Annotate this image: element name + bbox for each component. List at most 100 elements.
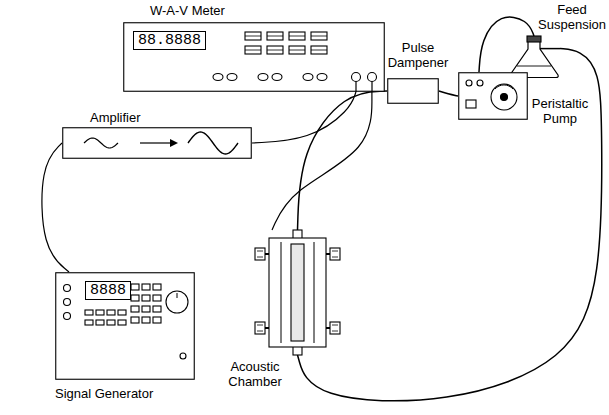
meter-jack (258, 74, 268, 81)
panel-part (255, 248, 265, 260)
signal-wire (42, 143, 69, 272)
panel-part (131, 284, 139, 290)
drawn-stroke (84, 138, 118, 148)
panel-part (311, 32, 327, 40)
amp-drawing (62, 127, 252, 159)
drawn-stroke (245, 36, 261, 37)
drawn-stroke (267, 50, 283, 51)
panel-part (269, 238, 326, 347)
panel-part (289, 46, 305, 54)
panel-part (255, 322, 265, 334)
panel-part (267, 46, 283, 54)
drawn-stroke (267, 36, 283, 37)
panel-part (153, 306, 161, 312)
display-readout: 8888 (85, 281, 131, 300)
drawn-stroke (177, 293, 178, 298)
drawn-stroke (140, 142, 170, 143)
panel-part (56, 273, 195, 380)
fluid-tube (439, 91, 458, 96)
panel-part (85, 310, 93, 315)
panel-part (142, 317, 150, 323)
display-readout: 88.8888 (133, 31, 206, 50)
acoustic-chamber: Acoustic Chamber (255, 230, 340, 355)
panel-part (118, 320, 126, 325)
panel-part (153, 317, 161, 323)
panel-part (153, 284, 161, 290)
meter-box: W-A-V Meter88.8888 (123, 22, 385, 92)
panel-part (388, 79, 439, 104)
component-label: Pulse Dampener (388, 40, 449, 70)
drawn-stroke (355, 82, 356, 93)
panel-part (124, 23, 385, 92)
erlenmeyer-flask (510, 41, 559, 78)
panel-part (118, 310, 126, 315)
dampener-box: Pulse Dampener (387, 78, 439, 104)
panel-part (291, 244, 304, 341)
panel-knob (368, 73, 377, 82)
drawn-stroke (265, 253, 269, 255)
panel-part (527, 36, 541, 42)
panel-knob (466, 80, 472, 86)
panel-part (311, 46, 327, 54)
drawn-stroke (326, 327, 330, 329)
panel-knob (501, 94, 508, 101)
meter-jack (213, 74, 223, 81)
panel-part (142, 306, 150, 312)
drawn-stroke (371, 82, 372, 93)
panel-part (330, 322, 340, 334)
drawn-stroke (245, 50, 261, 51)
pump-drawing (458, 72, 528, 120)
drawn-stroke (495, 85, 513, 89)
panel-part (267, 32, 283, 40)
component-label: Feed Suspension (538, 2, 606, 32)
panel-part (153, 295, 161, 301)
panel-knob (64, 299, 71, 306)
drawn-stroke (332, 251, 338, 257)
drawn-stroke (314, 242, 315, 343)
amplifier-box: Amplifier (62, 127, 252, 159)
drawn-stroke (311, 50, 327, 51)
drawn-stroke (257, 251, 263, 257)
meter-jack (317, 74, 327, 81)
panel-part (245, 32, 261, 40)
panel-knob (64, 285, 71, 292)
drawn-stroke (540, 48, 560, 50)
fluid-tube (298, 91, 388, 230)
component-label: Acoustic Chamber (228, 359, 281, 389)
panel-part (289, 32, 305, 40)
component-label: Signal Generator (55, 386, 153, 401)
drawn-stroke (188, 132, 238, 154)
panel-part (96, 310, 104, 315)
drawn-stroke (265, 327, 269, 329)
drawn-stroke (517, 66, 551, 67)
panel-part (131, 317, 139, 323)
panel-part (330, 248, 340, 260)
fluid-tube (298, 49, 602, 401)
meter-jack (272, 74, 282, 81)
panel-part (107, 320, 115, 325)
flask-drawing (508, 36, 560, 78)
component-label: Peristaltic Pump (532, 96, 588, 126)
drawn-stroke (332, 325, 338, 331)
signal-wire (252, 92, 356, 143)
drawn-stroke (326, 253, 330, 255)
panel-part (96, 320, 104, 325)
panel-part (466, 100, 476, 108)
panel-knob (352, 73, 361, 82)
feed-flask: Feed Suspension (508, 36, 560, 78)
panel-part (459, 73, 528, 120)
panel-part (131, 295, 139, 301)
signal-generator-box: Signal Generator8888 (55, 272, 195, 380)
panel-knob (166, 291, 188, 313)
drawn-stroke (311, 36, 327, 37)
panel-part (63, 128, 252, 159)
meter-jack (227, 74, 237, 81)
drawn-stroke (257, 325, 263, 331)
drawn-stroke (289, 50, 305, 51)
component-label: Amplifier (90, 110, 141, 125)
panel-part (142, 284, 150, 290)
panel-part (85, 320, 93, 325)
drawn-stroke (289, 36, 305, 37)
panel-part (245, 46, 261, 54)
